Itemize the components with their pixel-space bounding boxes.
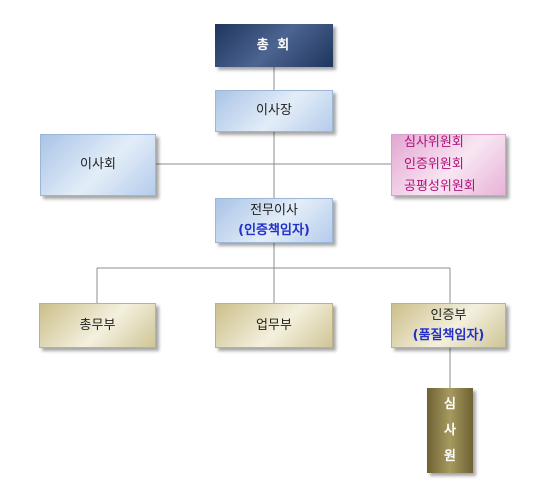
chairman-box: 이사장	[215, 90, 333, 132]
committees-box: 심사위원회 인증위원회 공평성위원회	[391, 134, 506, 196]
auditor-char-2: 사	[444, 422, 456, 438]
general-assembly-box: 총 회	[215, 24, 333, 67]
managing-director-role: (인증책임자)	[238, 222, 310, 238]
general-affairs-label: 총무부	[79, 317, 116, 333]
certification-dept-role: (품질책임자)	[412, 327, 485, 343]
auditor-box: 심 사 원	[427, 388, 473, 473]
chairman-label: 이사장	[256, 103, 292, 118]
auditor-char-1: 심	[444, 396, 456, 412]
auditor-char-3: 원	[444, 448, 456, 464]
certification-dept-box: 인증부 (품질책임자)	[391, 303, 506, 348]
managing-director-title: 전무이사	[250, 202, 298, 218]
operations-label: 업무부	[256, 317, 292, 333]
operations-box: 업무부	[215, 303, 333, 348]
general-assembly-label: 총 회	[256, 37, 292, 53]
general-affairs-box: 총무부	[39, 303, 156, 348]
committee-certification: 인증위원회	[404, 157, 464, 172]
board-label: 이사회	[80, 157, 116, 172]
managing-director-box: 전무이사 (인증책임자)	[215, 198, 333, 243]
certification-dept-title: 인증부	[430, 307, 467, 323]
board-box: 이사회	[40, 134, 156, 196]
committee-screening: 심사위원회	[404, 135, 464, 150]
committee-impartiality: 공평성위원회	[404, 179, 476, 194]
